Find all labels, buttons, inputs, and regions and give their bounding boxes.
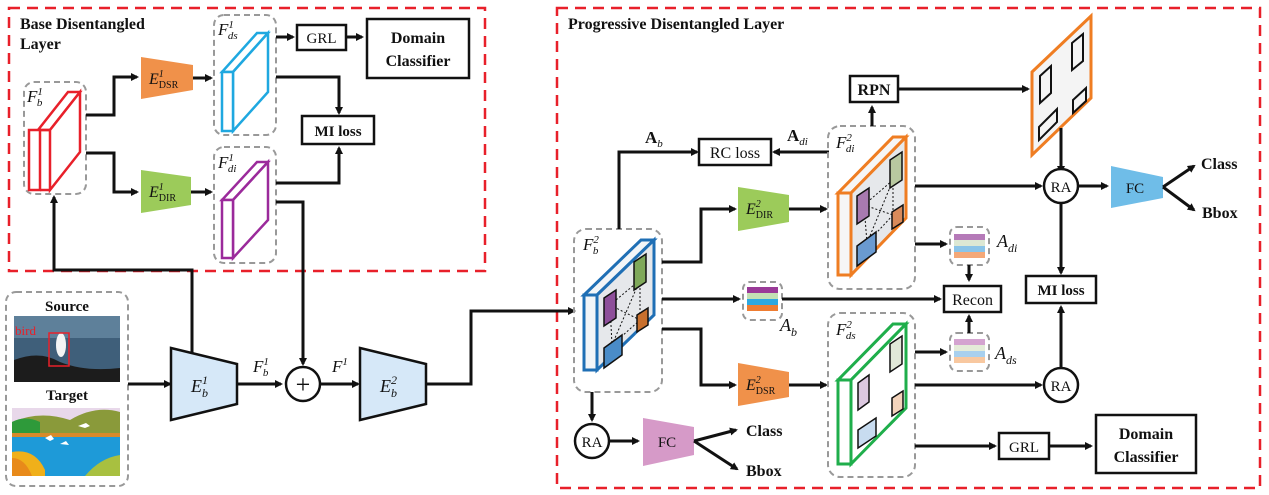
fb1-group	[23, 81, 87, 195]
plus-icon: +	[296, 370, 311, 399]
source-label: Source	[45, 299, 89, 315]
domain-classifier-label-base-line1: Domain	[391, 30, 445, 47]
fdi1-feature-map	[219, 158, 271, 262]
fc-label-left: FC	[658, 435, 676, 451]
Ads-label: Ads	[994, 343, 1017, 367]
ra-label-left: RA	[582, 435, 603, 451]
region-proposals-map	[1030, 12, 1093, 159]
eb1-encoder	[169, 346, 239, 422]
recon-label: Recon	[952, 292, 993, 309]
grl-label-base: GRL	[307, 31, 337, 47]
arrow-fc-to-class-top	[1162, 164, 1196, 189]
domain-classifier-box-base	[365, 17, 471, 80]
arrow-fc-to-class-left	[693, 427, 738, 443]
input-images-group	[5, 291, 129, 487]
fdi2-feature-map	[834, 133, 910, 279]
arrow-eb2-to-fb2	[426, 307, 576, 386]
fb1-feature-map	[27, 88, 83, 194]
attention-adi	[949, 226, 990, 266]
domain-classifier-box-progressive	[1094, 413, 1198, 475]
fds2-group	[827, 312, 916, 478]
class-label-left: Class	[746, 423, 782, 440]
bbox-label-left: Bbox	[746, 463, 782, 480]
fc-label-top: FC	[1126, 181, 1144, 197]
recon-box	[942, 284, 1003, 314]
Adi-label: Adi	[996, 231, 1017, 255]
fc-left	[643, 418, 694, 466]
arrow-fc-to-bbox-left	[693, 439, 739, 471]
base-layer-title-line2: Layer	[20, 36, 61, 53]
source-image: bird	[14, 316, 120, 382]
target-image	[12, 408, 120, 476]
grl-label-progressive: GRL	[1009, 440, 1039, 456]
f1-label: F1	[331, 356, 348, 376]
mi-loss-label-base: MI loss	[314, 124, 361, 140]
fds2-feature-map	[834, 320, 910, 468]
arrow-fb1-to-edir1	[86, 151, 139, 196]
domain-classifier-label-progressive-line2: Classifier	[1114, 449, 1179, 466]
domain-classifier-label-base-line2: Classifier	[386, 53, 451, 70]
ra-label-right: RA	[1051, 379, 1072, 395]
eb2-encoder	[358, 346, 428, 422]
edir2-encoder	[738, 187, 789, 231]
arrow-fds1-to-miloss	[276, 75, 343, 115]
Adi-bold-label: Adi	[787, 126, 808, 148]
edsr2-encoder	[738, 363, 789, 406]
arrow-fb2-to-rcloss	[617, 148, 699, 229]
edsr1-encoder	[141, 57, 193, 99]
rc-loss-label: RC loss	[710, 145, 760, 162]
progressive-layer-title: Progressive Disentangled Layer	[568, 16, 784, 33]
arrow-eb1-to-fb1	[50, 195, 194, 356]
arrow-fdi1-to-miloss	[276, 146, 343, 185]
rpn-label: RPN	[858, 82, 891, 99]
arrow-fb1-to-edsr1	[86, 73, 139, 117]
Ab-label: Ab	[779, 315, 797, 339]
arrow-fb2-to-edsr2	[662, 327, 737, 389]
bbox-label-top: Bbox	[1202, 205, 1238, 222]
fds1-feature-map	[219, 29, 271, 135]
ra-label-top: RA	[1051, 180, 1072, 196]
progressive-disentangled-layer-border	[555, 6, 1262, 490]
fc-top	[1111, 166, 1163, 208]
mi-loss-box-progressive	[1024, 274, 1098, 305]
fdi1-group	[213, 146, 277, 264]
fds1-group	[213, 14, 277, 136]
mi-loss-box-base	[300, 114, 376, 146]
edir1-encoder	[141, 170, 191, 213]
Ab-bold-label: Ab	[645, 128, 663, 150]
arrow-fdi1-to-sum	[276, 200, 307, 366]
target-label: Target	[46, 388, 88, 404]
fb2-feature-map	[580, 236, 658, 374]
class-label-top: Class	[1201, 156, 1237, 173]
rc-loss-box	[697, 137, 773, 167]
arrow-fc-to-bbox-top	[1162, 185, 1196, 212]
rpn-box	[848, 74, 900, 104]
attention-ads	[949, 332, 990, 372]
base-disentangled-layer-border	[7, 6, 487, 273]
domain-classifier-label-progressive-line1: Domain	[1119, 426, 1173, 443]
mi-loss-label-progressive: MI loss	[1037, 283, 1084, 299]
attention-ab	[742, 281, 783, 321]
grl-box-base	[295, 23, 348, 52]
base-layer-title-line1: Base Disentangled	[20, 16, 145, 33]
arrow-fb2-to-edir2	[662, 205, 737, 264]
bird-bbox-label: bird	[15, 323, 36, 338]
grl-box-progressive	[997, 431, 1051, 461]
